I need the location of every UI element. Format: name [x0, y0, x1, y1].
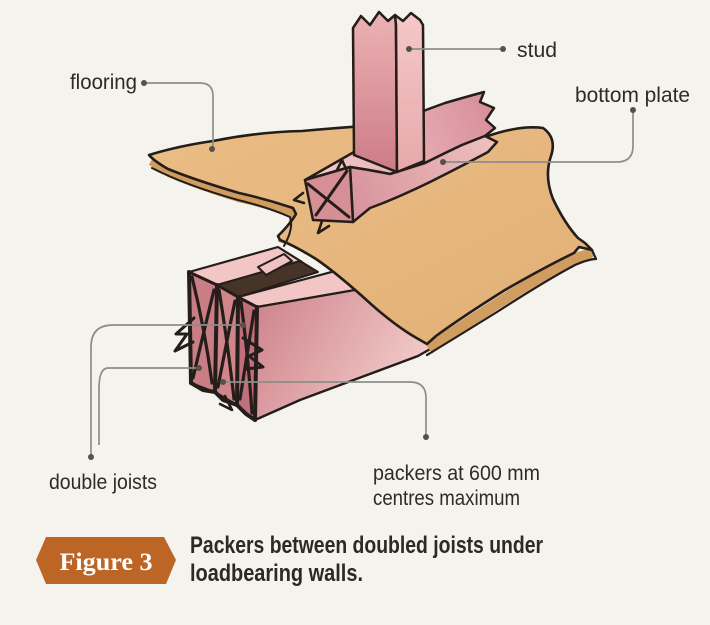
packers-label-line1: packers at 600 mm [373, 462, 540, 485]
leader-dot [440, 159, 446, 165]
joist-top-edge [187, 270, 259, 309]
leader-dot [406, 46, 412, 52]
stud-label: stud [517, 39, 557, 62]
splinter-bottom [218, 394, 234, 412]
flooring-edge-band-right [425, 249, 594, 354]
leader-dot [88, 454, 94, 460]
stud-left-face [351, 10, 399, 174]
packers-label-line2: centres maximum [373, 487, 520, 510]
figure-badge-label: Figure 3 [60, 549, 153, 576]
bottom-plate-label: bottom plate [575, 84, 690, 107]
joist-bottom-edge [189, 381, 257, 422]
flooring-leader [144, 82, 214, 149]
flooring-edge-outline-left [151, 167, 293, 247]
leader-dot [500, 46, 506, 52]
flooring-label: flooring [70, 71, 137, 94]
leader-dot [630, 107, 636, 113]
joist-end-edges [187, 270, 259, 422]
bottom-plate-splinters [292, 158, 348, 235]
flooring-drawing [147, 121, 598, 357]
flooring-edge-outline-right [425, 248, 598, 357]
figure-caption-line1: Packers between doubled joists under [190, 532, 543, 559]
double-joists-label: double joists [49, 471, 157, 494]
stud-drawing [351, 10, 426, 174]
leader-dot [423, 434, 429, 440]
splinter-right [241, 336, 265, 371]
leader-dot [141, 80, 147, 86]
packer-top-end [257, 253, 293, 276]
stud-right-face [393, 11, 426, 174]
leader-lines [88, 46, 636, 460]
leader-dot [209, 146, 215, 152]
bottom-plate-leader [443, 110, 634, 163]
figure-badge-shape [36, 537, 176, 584]
leader-dot [196, 365, 202, 371]
end-grain-cross-marks [190, 275, 256, 415]
figure-caption-line2: loadbearing walls. [190, 560, 363, 587]
bottom-plate-front-face [348, 134, 499, 224]
figure-badge: Figure 3 [36, 537, 176, 584]
splinter-left [173, 316, 196, 353]
bottom-plate-end-grain [306, 169, 351, 219]
leader-dot [240, 322, 246, 328]
packers-leader [223, 381, 427, 437]
double-joists-leader-2 [98, 367, 199, 445]
leader-dot [220, 379, 226, 385]
double-joists-leader-1 [90, 324, 243, 457]
